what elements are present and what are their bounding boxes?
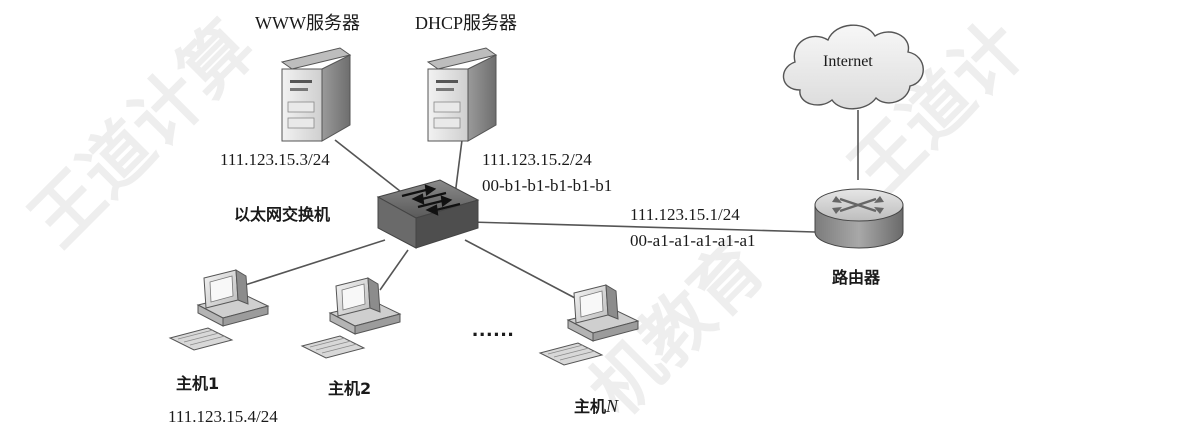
dhcp-server-mac: 00-b1-b1-b1-b1-b1 bbox=[482, 176, 613, 195]
router-label: 路由器 bbox=[832, 268, 881, 287]
connection-lines bbox=[244, 110, 859, 299]
link-switch-host1 bbox=[244, 239, 386, 286]
hostN-label: 主机N bbox=[574, 397, 618, 415]
dhcp-server-icon bbox=[426, 47, 498, 142]
link-switch-hostN bbox=[464, 239, 576, 299]
www-server-label: WWW服务器 bbox=[255, 13, 360, 33]
host1-label: 主机1 bbox=[176, 374, 220, 393]
internet-cloud-icon bbox=[782, 24, 924, 110]
host2-pc-icon bbox=[300, 277, 402, 359]
hostN-pc-icon bbox=[538, 284, 640, 366]
hosts-ellipsis: ...... bbox=[472, 316, 515, 341]
www-server-ip: 111.123.15.3/24 bbox=[220, 150, 330, 169]
router-icon bbox=[814, 188, 904, 249]
host1-ip: 111.123.15.4/24 bbox=[168, 407, 278, 426]
dhcp-server-label: DHCP服务器 bbox=[415, 13, 518, 33]
host1-pc-icon bbox=[168, 269, 270, 351]
link-switch-router bbox=[469, 221, 816, 233]
svg-text:王道计算: 王道计算 bbox=[14, 6, 270, 262]
link-www-switch bbox=[334, 139, 406, 196]
router-mac: 00-a1-a1-a1-a1-a1 bbox=[630, 231, 756, 250]
link-switch-host2 bbox=[379, 249, 409, 291]
router-ip: 111.123.15.1/24 bbox=[630, 205, 740, 224]
internet-label: Internet bbox=[823, 53, 873, 70]
www-server-icon bbox=[280, 47, 352, 142]
hostN-label-prefix: 主机 bbox=[574, 397, 607, 416]
switch-label: 以太网交换机 bbox=[234, 205, 331, 224]
host2-label: 主机2 bbox=[328, 379, 372, 398]
switch-icon bbox=[376, 179, 480, 249]
hostN-label-var: N bbox=[606, 396, 619, 416]
dhcp-server-ip: 111.123.15.2/24 bbox=[482, 150, 592, 169]
link-dhcp-switch bbox=[454, 139, 463, 196]
